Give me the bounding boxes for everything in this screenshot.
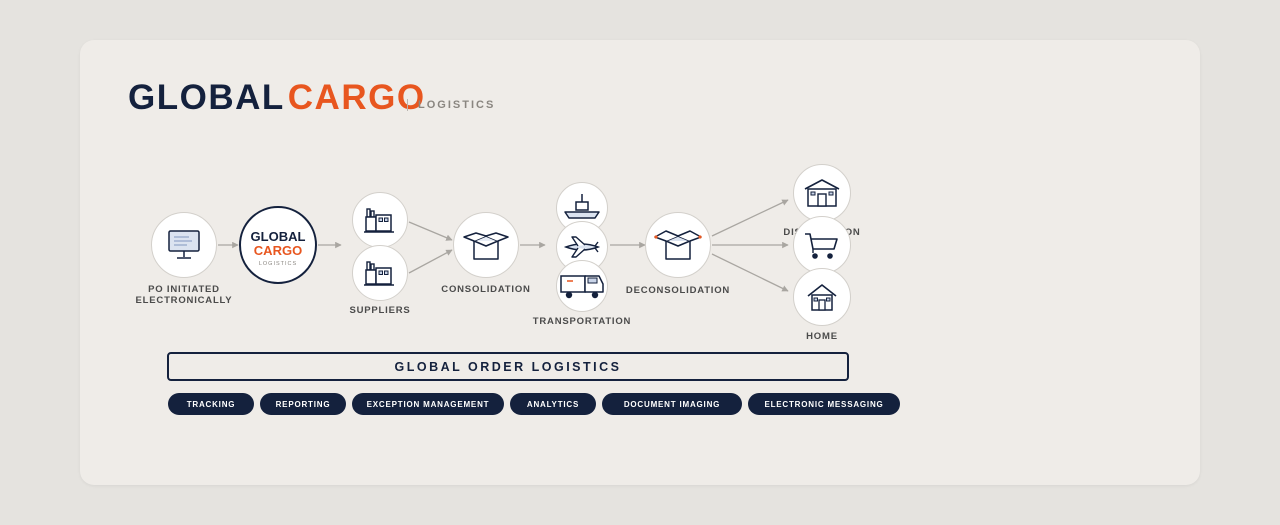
brand-logo: GLOBAL CARGO LOGISTICS (128, 78, 493, 118)
brand-divider (407, 99, 408, 111)
services-row: TRACKING REPORTING EXCEPTION MANAGEMENT … (168, 393, 900, 415)
factory-icon (363, 258, 397, 288)
global-order-logistics-banner: GLOBAL ORDER LOGISTICS (167, 352, 849, 381)
node-deconsolidation (645, 212, 711, 278)
arrow-supplier1-to-consolidation (408, 221, 453, 241)
service-pill-electronic-messaging: ELECTRONIC MESSAGING (748, 393, 900, 415)
node-supplier-1 (352, 192, 408, 248)
service-pill-exception-management: EXCEPTION MANAGEMENT (352, 393, 504, 415)
brand-word-global: GLOBAL (128, 78, 285, 117)
label-transportation: TRANSPORTATION (532, 316, 632, 327)
monitor-icon (167, 229, 201, 261)
banner-label: GLOBAL ORDER LOGISTICS (394, 359, 622, 374)
node-transport-ship (556, 182, 608, 234)
truck-icon (559, 272, 605, 300)
node-transport-plane (556, 221, 608, 273)
node-transport-truck (556, 260, 608, 312)
house-icon (805, 281, 839, 313)
brand-word-cargo: CARGO (287, 78, 426, 117)
arrow-supplier2-to-consolidation (408, 249, 453, 274)
plane-icon (562, 234, 602, 260)
label-consolidation: CONSOLIDATION (441, 284, 531, 295)
factory-icon (363, 205, 397, 235)
arrow-decon-to-home (711, 253, 789, 292)
node-home (793, 268, 851, 326)
service-pill-analytics: ANALYTICS (510, 393, 596, 415)
node-supplier-2 (352, 245, 408, 301)
service-pill-document-imaging: DOCUMENT IMAGING (602, 393, 742, 415)
label-deconsolidation: DECONSOLIDATION (625, 285, 731, 296)
label-po-line2: ELECTRONICALLY (135, 295, 233, 306)
service-pill-reporting: REPORTING (260, 393, 346, 415)
node-consolidation (453, 212, 519, 278)
cart-icon (803, 229, 841, 261)
brand-tagline: LOGISTICS (418, 99, 496, 111)
node-distribution (793, 164, 851, 222)
label-suppliers: SUPPLIERS (349, 305, 411, 316)
open-box-icon (460, 227, 512, 263)
ship-icon (561, 192, 603, 224)
node-retail (793, 216, 851, 274)
hub-word-cargo: CARGO (253, 243, 303, 258)
hub-global-cargo-logo: GLOBAL CARGO LOGISTICS (239, 206, 317, 284)
service-pill-tracking: TRACKING (168, 393, 254, 415)
open-box-icon (652, 227, 704, 263)
label-home: HOME (806, 331, 838, 342)
hub-tagline: LOGISTICS (258, 261, 298, 267)
label-po-line1: PO INITIATED (148, 284, 220, 295)
warehouse-icon (803, 177, 841, 209)
hub-word-global: GLOBAL (250, 229, 306, 244)
arrow-decon-to-distribution (711, 199, 789, 237)
label-po-initiated: PO INITIATED ELECTRONICALLY (124, 284, 244, 306)
node-po-initiated (151, 212, 217, 278)
